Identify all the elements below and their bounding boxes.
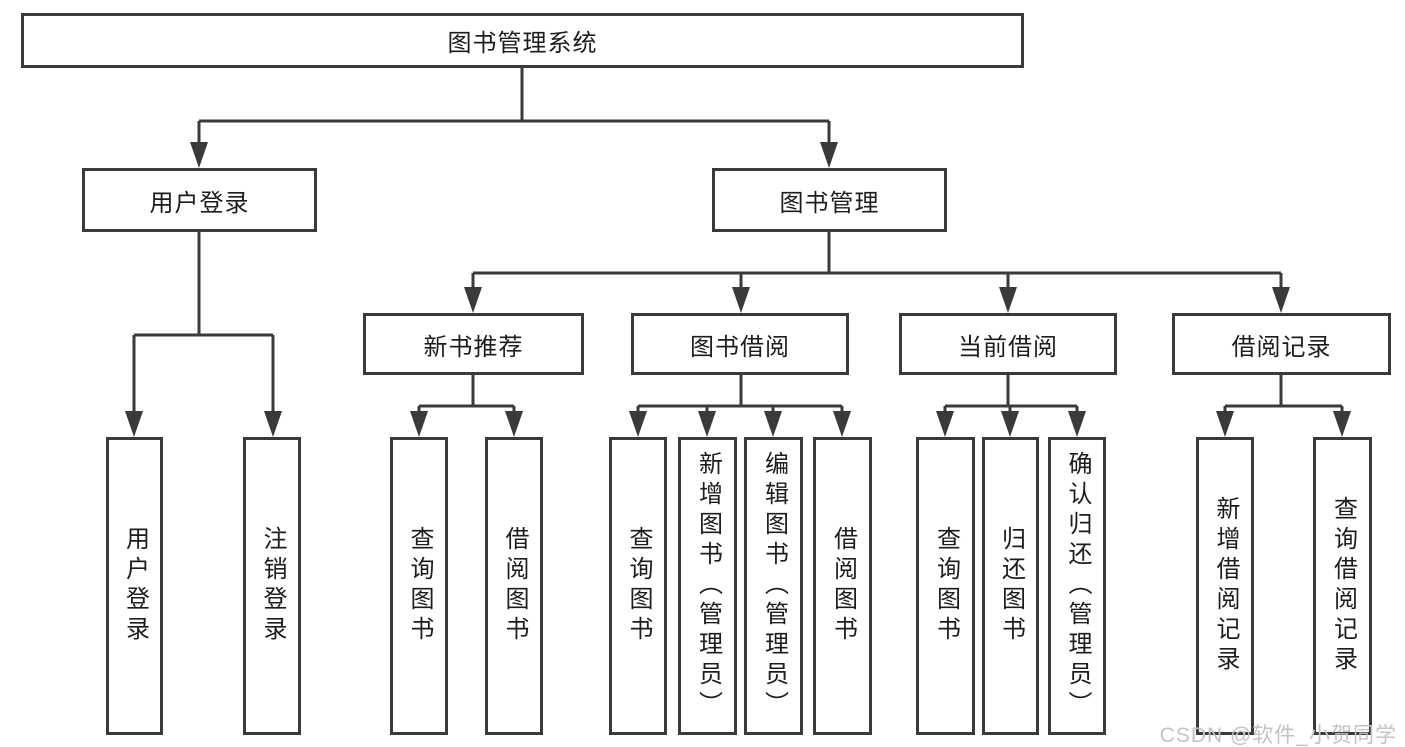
leaf-query-books-2: 查询图书 bbox=[609, 437, 667, 735]
node-book-management-module: 图书管理 bbox=[712, 168, 947, 232]
leaf-borrow-books-2: 借阅图书 bbox=[813, 437, 872, 735]
node-borrowing-records: 借阅记录 bbox=[1172, 313, 1391, 375]
leaf-borrow-books-1: 借阅图书 bbox=[485, 437, 543, 735]
leaf-query-books-1: 查询图书 bbox=[390, 437, 448, 735]
leaf-add-borrow-record: 新增借阅记录 bbox=[1196, 437, 1254, 735]
node-new-book-recommend: 新书推荐 bbox=[363, 313, 584, 375]
arrowheads bbox=[125, 142, 1351, 437]
node-current-borrowing: 当前借阅 bbox=[899, 313, 1117, 375]
leaf-query-borrow-record: 查询借阅记录 bbox=[1313, 437, 1372, 735]
leaf-add-books-admin: 新增图书（管理员） bbox=[678, 437, 737, 735]
node-root-system: 图书管理系统 bbox=[21, 13, 1024, 68]
node-user-login-module: 用户登录 bbox=[82, 168, 317, 232]
leaf-return-books: 归还图书 bbox=[982, 437, 1039, 735]
leaf-query-books-3: 查询图书 bbox=[916, 437, 975, 735]
leaf-user-login: 用户登录 bbox=[106, 437, 163, 735]
csdn-watermark: CSDN @软件_小贺同学 bbox=[1159, 724, 1397, 747]
node-book-borrowing: 图书借阅 bbox=[631, 313, 849, 375]
leaf-logout: 注销登录 bbox=[243, 437, 301, 735]
leaf-confirm-return-admin: 确认归还（管理员） bbox=[1048, 437, 1106, 735]
leaf-edit-books-admin: 编辑图书（管理员） bbox=[744, 437, 803, 735]
